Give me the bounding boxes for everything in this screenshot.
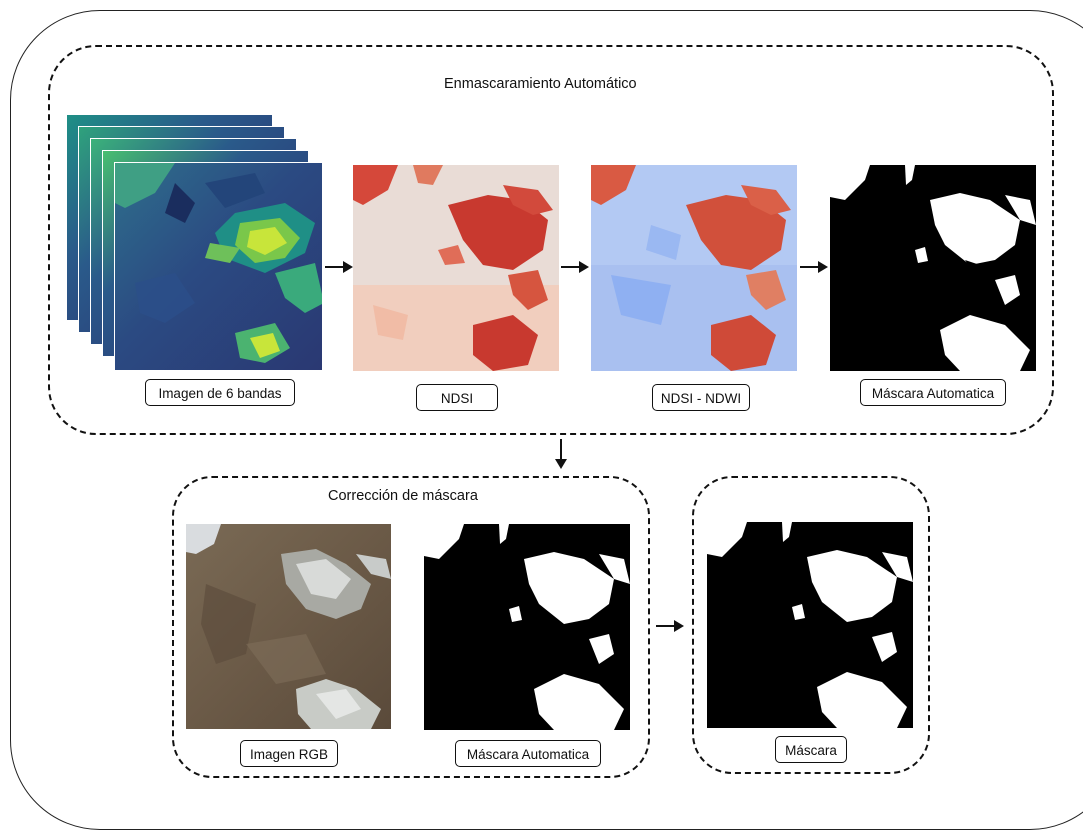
band-layer-front [114,162,323,371]
ndsi-label: NDSI [416,384,498,411]
final-mask-label: Máscara [775,736,847,763]
arrow-right-icon [561,261,589,273]
final-mask-image [707,522,913,728]
rgb-image-label: Imagen RGB [240,740,338,767]
mask-correction-title: Corrección de máscara [328,488,478,504]
arrow-down-icon [555,439,567,469]
arrow-right-icon [800,261,828,273]
final-mask-group [692,476,930,774]
six-band-image-label: Imagen de 6 bandas [145,379,295,406]
rgb-image [186,524,391,729]
ndsi-ndwi-label: NDSI - NDWI [652,384,750,411]
mask-correction-group [172,476,650,778]
automatic-mask-correction-label: Máscara Automatica [455,740,601,767]
arrow-right-icon [656,620,684,632]
ndsi-image [353,165,559,371]
automatic-masking-group [48,45,1054,435]
automatic-mask-label: Máscara Automatica [860,379,1006,406]
ndsi-ndwi-image [591,165,797,371]
automatic-mask-image [830,165,1036,371]
automatic-mask-correction-image [424,524,630,730]
arrow-right-icon [325,261,353,273]
automatic-masking-title: Enmascaramiento Automático [444,76,637,92]
